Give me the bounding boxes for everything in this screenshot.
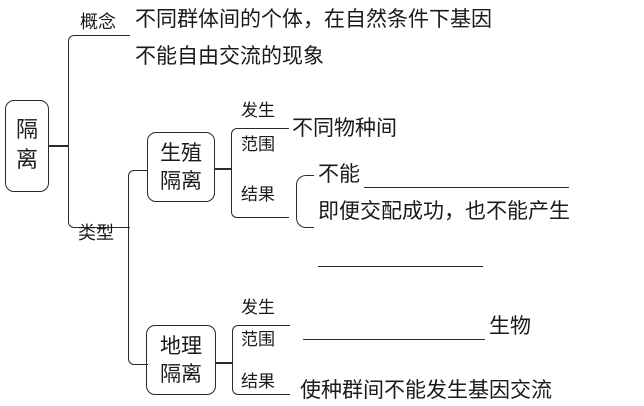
geographic-range-suffix: 生物 [489, 314, 531, 338]
root-node-isolation: 隔 离 [5, 100, 49, 192]
reproductive-node-line-2: 隔离 [160, 169, 202, 193]
geographic-result-label: 结果 [241, 372, 275, 392]
geographic-result-value: 使种群间不能发生基因交流 [300, 378, 552, 402]
root-node-char-1: 隔 [15, 118, 38, 143]
types-bracket [128, 170, 148, 365]
reproductive-result-line-2: 即便交配成功，也不能产生 [318, 199, 570, 223]
reproductive-range-value: 不同物种间 [292, 116, 397, 140]
geographic-bracket [232, 325, 290, 395]
geographic-occur-label: 发生 [241, 298, 275, 318]
concept-label: 概念 [80, 12, 116, 33]
reproductive-result-brace [296, 175, 314, 228]
reproductive-occur-label: 发生 [241, 101, 275, 121]
geographic-connector [216, 362, 233, 364]
reproductive-result-line-1: 不能 [318, 160, 569, 188]
root-node-char-2: 离 [15, 148, 38, 173]
reproductive-result-text-1: 不能 [318, 162, 360, 186]
reproductive-connector [215, 168, 232, 170]
answer-blank-2[interactable] [318, 248, 483, 267]
reproductive-isolation-node: 生殖 隔离 [147, 132, 215, 202]
reproductive-bracket [231, 128, 289, 218]
reproductive-range-label: 范围 [241, 135, 275, 155]
root-connector [49, 145, 69, 147]
concept-text-line-2: 不能自由交流的现象 [135, 44, 324, 68]
geographic-node-line-1: 地理 [160, 334, 202, 358]
geographic-node-line-2: 隔离 [160, 362, 202, 386]
main-bracket [68, 35, 130, 228]
geographic-range-label: 范围 [241, 330, 275, 350]
answer-blank-3[interactable] [303, 321, 485, 340]
concept-text-line-1: 不同群体间的个体，在自然条件下基因 [135, 7, 492, 31]
reproductive-result-label: 结果 [241, 185, 275, 205]
types-label: 类型 [78, 223, 114, 244]
geographic-range-line: 生物 [303, 312, 531, 340]
reproductive-node-line-1: 生殖 [160, 141, 202, 165]
answer-blank-1[interactable] [364, 169, 569, 188]
geographic-isolation-node: 地理 隔离 [146, 325, 216, 395]
